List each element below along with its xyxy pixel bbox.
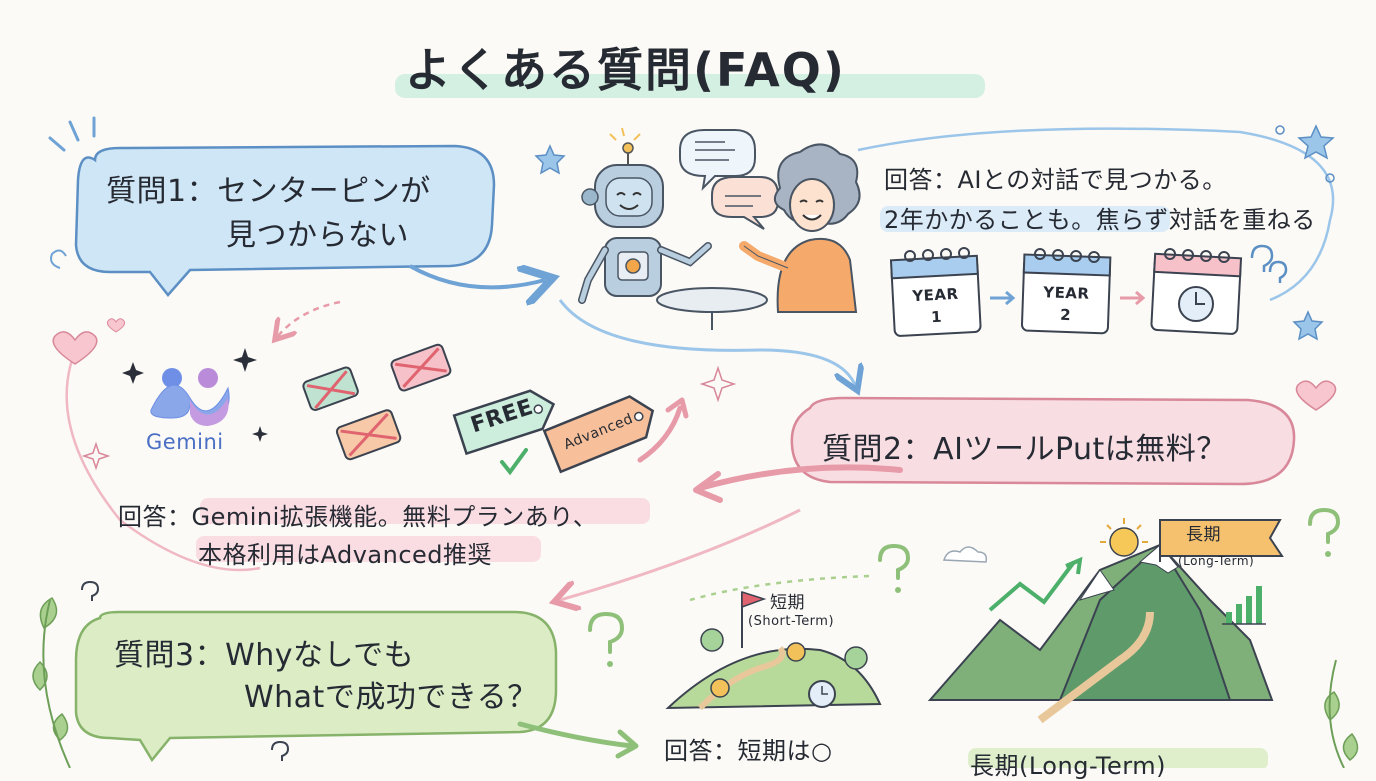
flow-arrow-q2-q3 xyxy=(560,508,801,600)
q2-bubble xyxy=(790,396,1296,486)
question-mark-dot xyxy=(607,551,1331,667)
q1-question-line1: 質問1：センターピンが xyxy=(106,174,431,209)
a2-highlight xyxy=(196,536,541,562)
q1-question-line2: 見つからない xyxy=(226,218,409,253)
heart-icon xyxy=(106,318,126,333)
question-marks-icon xyxy=(1250,244,1288,283)
sparkle-icon xyxy=(81,441,111,471)
trend-up-arrow-icon xyxy=(637,405,683,463)
person-illustration xyxy=(739,143,861,313)
q2-question-line1: 質問2：AIツールPutは無料？ xyxy=(822,432,1227,467)
advanced-tag-icon xyxy=(542,395,655,474)
q3-arrow xyxy=(517,721,635,749)
vine-decoration xyxy=(42,599,71,768)
star-icon xyxy=(1297,124,1335,160)
pink-curve-line xyxy=(65,339,261,572)
gemini-logo-text: Gemini xyxy=(146,430,224,454)
question-mark-icon xyxy=(588,507,1341,654)
calendar-clock xyxy=(1150,248,1243,335)
question-mark-icon xyxy=(81,580,100,601)
q1-emphasis-lines xyxy=(48,116,96,152)
a2-highlight xyxy=(200,498,650,524)
dotted-path xyxy=(689,574,871,602)
heart-icon xyxy=(52,331,98,365)
long-term-mountains xyxy=(927,518,1284,724)
page-title: よくある質問(FAQ) xyxy=(405,43,846,97)
dot-decoration xyxy=(1325,173,1335,183)
pink-curve-arrow xyxy=(278,300,341,336)
q1-swirl xyxy=(50,249,67,269)
short-term-sublabel: (Short-Term) xyxy=(748,614,835,629)
q3-question-line1: 質問3：Whyなしでも xyxy=(114,638,415,673)
free-tag-icon xyxy=(452,389,556,456)
calendar-year1-label: YEAR 1 xyxy=(911,284,960,327)
sparkle-icon xyxy=(122,348,268,442)
table-illustration xyxy=(656,287,768,330)
sparkle-icon xyxy=(609,127,641,141)
arrow-right-icon xyxy=(990,290,1016,306)
q2-answer-line2: 本格利用はAdvanced推奨 xyxy=(198,541,493,569)
q3-arrow-head xyxy=(615,729,639,759)
q1-bubble xyxy=(74,144,496,297)
q2-arrow xyxy=(697,464,903,491)
short-term-label: 短期 xyxy=(770,593,805,613)
calendar-year2-label: YEAR 2 xyxy=(1042,283,1090,325)
a3-highlight xyxy=(968,748,1268,768)
sparkle-icon xyxy=(699,365,737,403)
robot-illustration xyxy=(578,142,712,304)
chat-bubbles-icon xyxy=(679,129,779,230)
checkmark-icon xyxy=(500,448,528,476)
star-icon xyxy=(534,144,566,175)
vine-decoration xyxy=(1328,659,1345,768)
q1-answer-line1: 回答：AIとの対話で見つかる。 xyxy=(884,166,1227,194)
calendar-year2 xyxy=(1020,248,1112,335)
long-term-footer-label: 長期(Long-Term) xyxy=(970,752,1166,780)
long-term-label: 長期 xyxy=(1186,525,1221,545)
q3-answer-line1: 回答：短期は○ xyxy=(664,737,833,765)
bar-chart-icon xyxy=(1226,586,1262,624)
q3-bubble xyxy=(74,610,558,763)
star-icon xyxy=(1292,310,1324,341)
flow-arrow-q1-q2 xyxy=(558,299,855,385)
gemini-logo-icon xyxy=(150,368,230,426)
q2-answer-line1: 回答：Gemini拡張機能。無料プランあり、 xyxy=(118,503,598,531)
q3-question-line2: Whatで成功できる？ xyxy=(244,680,538,715)
q2-arrow-head xyxy=(693,471,723,503)
q1-answer-line2: 2年かかることも。焦らず対話を重ねる xyxy=(884,206,1316,234)
calendar-year1 xyxy=(889,247,982,337)
heart-icon xyxy=(1295,380,1337,411)
trend-up-arrow-head xyxy=(665,397,689,419)
long-term-sublabel: (Long-Term) xyxy=(1178,554,1255,568)
dot-decoration xyxy=(1275,125,1285,135)
title-highlight xyxy=(395,74,985,98)
arrow-right-icon xyxy=(1120,290,1146,306)
crossed-price-tags-icon xyxy=(302,343,452,461)
question-mark-icon xyxy=(271,740,290,761)
short-term-hill xyxy=(665,590,882,711)
a1-highlight xyxy=(880,206,1170,232)
a1-frame-line xyxy=(857,127,1335,302)
q1-arrow xyxy=(409,266,545,287)
